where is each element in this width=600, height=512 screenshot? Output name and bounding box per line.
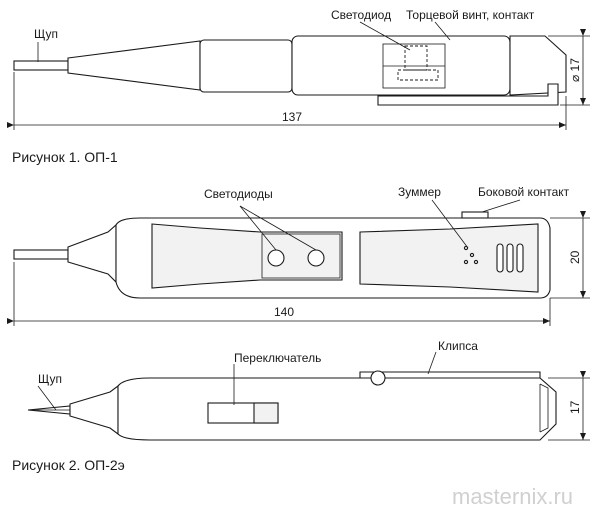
op1-probe-tip	[13, 60, 69, 71]
op2-buzzer-hole	[463, 259, 469, 265]
op2e-drawing: Щуп Переключатель Клипса 17 Рисунок 2. О…	[12, 339, 590, 473]
op2-left-grip	[151, 223, 343, 289]
op2-right-grip	[359, 223, 539, 293]
op1-led-base	[397, 69, 439, 81]
op2-drawing: Светодиоды Зуммер Боковой контакт 20 140	[7, 185, 590, 326]
op1-cone	[67, 40, 201, 91]
op2e-body	[117, 377, 557, 441]
op2-probe-tip	[13, 249, 69, 260]
op1-probe-label: Щуп	[34, 27, 58, 41]
op1-caption: Рисунок 1. ОП-1	[12, 149, 118, 165]
op2e-switch-label: Переключатель	[234, 351, 321, 365]
op2-buzzer-hole	[469, 252, 475, 258]
op1-diameter-dim: ⌀ 17	[568, 58, 582, 82]
op1-end-cap	[509, 35, 567, 96]
op2e-height-dim: 17	[568, 400, 582, 414]
op2-height-dim: 20	[568, 250, 582, 264]
op2-leds-label: Светодиоды	[204, 187, 273, 201]
op2e-clip-label: Клипса	[438, 339, 478, 353]
op2-led-panel	[261, 233, 341, 279]
op2-buzzer-hole	[473, 259, 479, 265]
op1-clip	[377, 83, 559, 106]
op2-side-contact	[461, 211, 489, 219]
op2-buzzer-label: Зуммер	[398, 185, 441, 199]
op2-led-left	[267, 249, 285, 267]
op1-drawing: Щуп Светодиод Торцевой винт, контакт 137…	[7, 8, 590, 165]
op2-side-contact-label: Боковой контакт	[478, 185, 570, 199]
op2-slot	[506, 243, 514, 273]
op2-cone	[67, 223, 117, 284]
op2e-caption: Рисунок 2. ОП-2э	[12, 457, 125, 473]
op2e-probe-label: Щуп	[38, 372, 62, 386]
op1-grip	[199, 39, 293, 93]
op2-slot	[516, 243, 524, 273]
op2-length-dim: 140	[274, 305, 294, 319]
op2e-cone	[69, 384, 119, 436]
op2e-clip-rivet	[370, 370, 386, 386]
op1-end-screw-label: Торцевой винт, контакт	[406, 8, 535, 22]
op2-slot	[496, 243, 504, 273]
op2-led-right	[307, 249, 325, 267]
op1-led-label: Светодиод	[331, 8, 391, 22]
op2e-clip	[359, 371, 541, 379]
watermark: masternix.ru	[452, 484, 573, 509]
op1-length-dim: 137	[282, 110, 302, 124]
op2e-switch-knob	[253, 402, 279, 424]
